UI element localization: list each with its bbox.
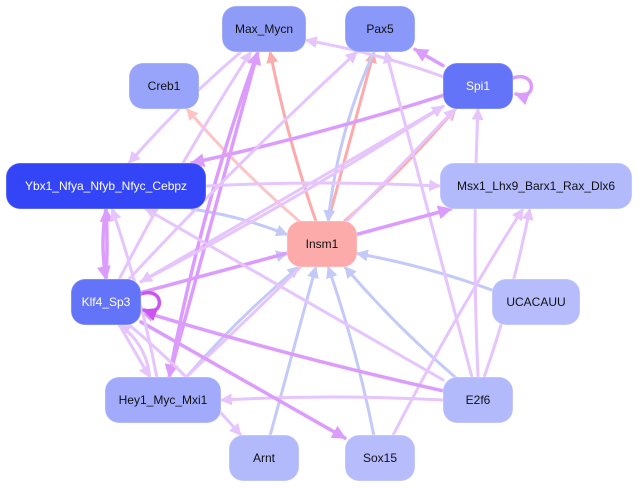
edge	[326, 50, 377, 223]
node-box	[128, 62, 200, 110]
edge	[219, 393, 445, 406]
node-sox15[interactable]: Sox15	[344, 434, 416, 482]
node-msx1-lhx9-barx1-rax-dlx6[interactable]: Msx1_Lhx9_Barx1_Rax_Dlx6	[439, 162, 633, 210]
edge	[139, 308, 445, 393]
node-hey1-myc-mxi1[interactable]: Hey1_Myc_Mxi1	[104, 376, 222, 424]
node-ybx1-nfya-nfyb-nfyc-cebpz[interactable]: Ybx1_Nfya_Nfyb_Nfyc_Cebpz	[5, 162, 207, 210]
node-max-mycn[interactable]: Max_Mycn	[221, 5, 307, 53]
edge	[323, 50, 376, 223]
node-spi1[interactable]: Spi1	[442, 62, 514, 110]
node-e2f6[interactable]: E2f6	[442, 376, 514, 424]
edge	[167, 50, 262, 379]
edge	[185, 107, 301, 223]
node-box	[104, 376, 222, 424]
node-label: Spi1	[466, 79, 490, 93]
node-box	[221, 5, 307, 53]
node-box	[5, 162, 207, 210]
edge	[164, 50, 260, 379]
node-box	[442, 376, 514, 424]
self-loop-edge	[139, 290, 162, 322]
node-insm1[interactable]: Insm1	[286, 220, 358, 268]
self-loop-edge	[511, 74, 534, 106]
node-creb1[interactable]: Creb1	[128, 62, 200, 110]
node-label: Msx1_Lhx9_Barx1_Rax_Dlx6	[457, 179, 615, 193]
edge	[304, 36, 445, 79]
edge	[144, 207, 445, 382]
edge	[268, 265, 319, 437]
node-label: Ybx1_Nfya_Nfyb_Nfyc_Cebpz	[25, 179, 187, 193]
node-box	[491, 278, 581, 326]
node-box	[228, 434, 300, 482]
node-label: Arnt	[253, 451, 276, 465]
node-box	[344, 434, 416, 482]
edge	[266, 50, 318, 223]
edge	[117, 323, 152, 379]
node-box	[442, 62, 514, 110]
node-klf4-sp3[interactable]: Klf4_Sp3	[70, 278, 142, 326]
node-label: Insm1	[306, 237, 339, 251]
edge	[190, 207, 289, 237]
edge	[413, 47, 445, 68]
node-layer: Max_Mycn Pax5 Creb1 Spi1 Ybx1_Nfya_Nfyb_…	[5, 5, 633, 482]
edge	[355, 249, 494, 292]
edge-layer	[96, 36, 534, 440]
node-label: Hey1_Myc_Mxi1	[119, 393, 208, 407]
node-box	[344, 5, 416, 53]
edge	[139, 104, 445, 284]
node-pax5[interactable]: Pax5	[344, 5, 416, 53]
edge	[391, 207, 525, 437]
edge	[99, 207, 114, 281]
edge	[471, 107, 484, 379]
node-label: Creb1	[148, 79, 181, 93]
edge	[117, 323, 152, 379]
edge	[139, 320, 347, 440]
node-box	[286, 220, 358, 268]
node-arnt[interactable]: Arnt	[228, 434, 300, 482]
node-box	[70, 278, 142, 326]
node-label: Max_Mycn	[235, 22, 293, 36]
edge	[204, 179, 442, 192]
edge	[127, 50, 359, 281]
node-label: Sox15	[363, 451, 397, 465]
edge	[139, 104, 445, 284]
node-label: UCACAUU	[506, 295, 565, 309]
node-box	[439, 162, 633, 210]
node-ucacauu[interactable]: UCACAUU	[491, 278, 581, 326]
edge	[343, 265, 457, 379]
edge	[326, 265, 376, 437]
node-label: Pax5	[366, 22, 394, 36]
node-label: Klf4_Sp3	[82, 295, 131, 309]
node-label: E2f6	[466, 393, 491, 407]
